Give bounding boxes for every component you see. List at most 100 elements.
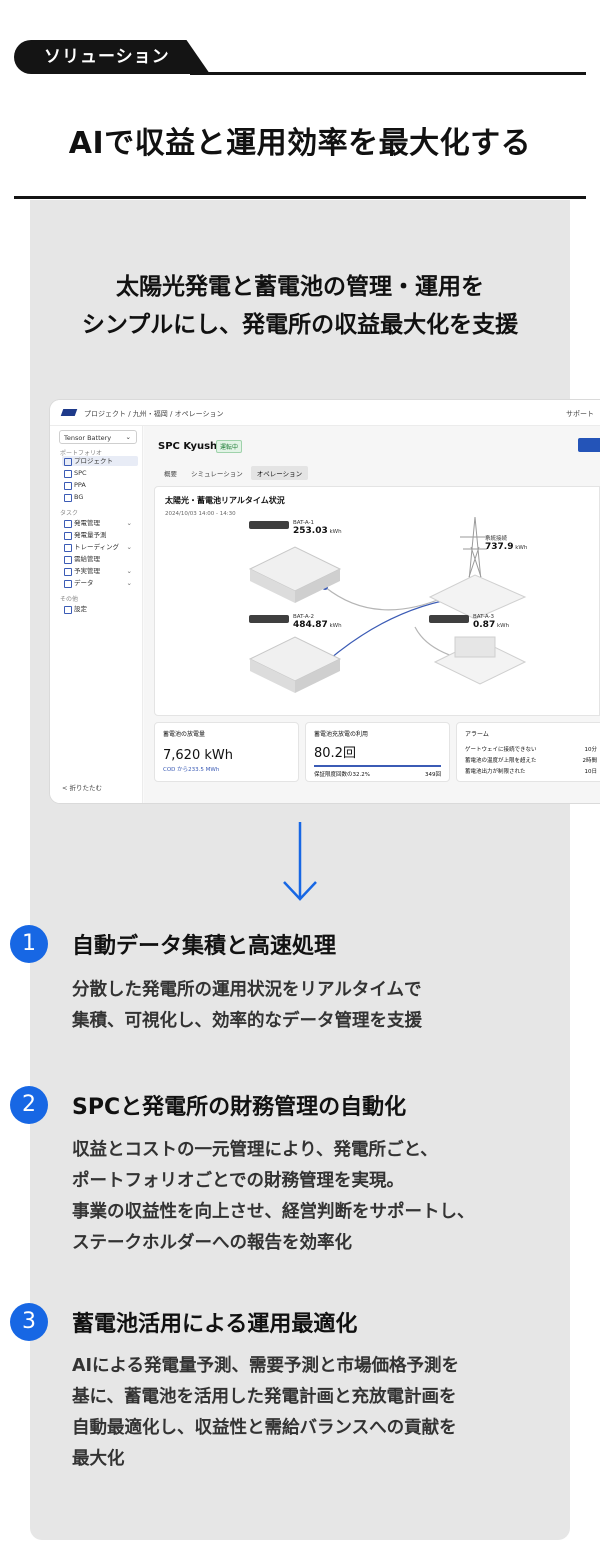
feature-desc-line: 集積、可視化し、効率的なデータ管理を支援 — [72, 1011, 422, 1031]
flow-line — [324, 586, 446, 611]
sidebar-item-label: データ — [74, 579, 94, 587]
sidebar-item-forecast[interactable]: 発電量予測 — [62, 530, 138, 540]
feature-title-2: SPCと発電所の財務管理の自動化 — [72, 1095, 407, 1120]
kpi-label: 蓄電池充放電の利用 — [314, 731, 369, 738]
energy-flow-diagram — [248, 516, 527, 693]
sidebar-item-data[interactable]: データ ⌄ — [62, 578, 138, 588]
kpi-label: 蓄電池の放電量 — [163, 731, 206, 738]
realtime-title: 太陽光・蓄電池リアルタイム状況 — [165, 496, 285, 505]
lead-line-2: シンプルにし、発電所の収益最大化を支援 — [81, 312, 519, 338]
flow-line — [414, 626, 456, 658]
kpi-sub-row: 保証限度回数の32.2% 349回 — [314, 770, 441, 778]
kpi-cycles: 蓄電池充放電の利用 80.2回 保証限度回数の32.2% 349回 — [305, 722, 450, 782]
kpi-discharge: 蓄電池の放電量 7,620 kWh COD から233.5 MWh — [154, 722, 299, 782]
realtime-panel: 太陽光・蓄電池リアルタイム状況 2024/10/03 14:00 - 14:30 — [154, 486, 600, 716]
sidebar-item-label: 予実管理 — [74, 567, 100, 575]
feature-title-1: 自動データ集積と高速処理 — [72, 934, 337, 959]
app-logo-icon — [60, 409, 78, 416]
app-topbar: プロジェクト / 九州・福岡 / オペレーション サポート — [50, 400, 600, 426]
sidebar-item-settings[interactable]: 設定 — [62, 604, 138, 614]
collapse-sidebar-button[interactable]: < 折りたたむ — [62, 784, 103, 792]
chevron-down-icon: ⌄ — [126, 567, 132, 575]
kpi-sub-left: 保証限度回数の32.2% — [314, 772, 370, 778]
feature-desc-line: 最大化 — [72, 1449, 125, 1469]
tab-simulation[interactable]: シミュレーション — [191, 470, 243, 478]
transmission-tower-icon — [428, 516, 527, 620]
lead-line-1: 太陽光発電と蓄電池の管理・運用を — [116, 274, 484, 300]
dashboard-screenshot: プロジェクト / 九州・福岡 / オペレーション サポート Tensor Bat… — [50, 400, 600, 803]
sidebar-item-supply[interactable]: 需給管理 — [62, 554, 138, 564]
sidebar-section-other: その他 — [60, 596, 79, 603]
sidebar-item-budget[interactable]: 予実管理 ⌄ — [62, 566, 138, 576]
sidebar-item-label: トレーディング — [74, 543, 120, 551]
project-name: SPC Kyushu — [158, 441, 225, 452]
tag-underline — [190, 72, 586, 75]
feature-desc-line: ステークホルダーへの報告を効率化 — [72, 1233, 352, 1253]
chevron-down-icon: ⌄ — [126, 579, 132, 587]
feature-desc-line: 基に、蓄電池を活用した発電計画と充放電計画を — [72, 1387, 457, 1407]
feature-desc-line: 自動最適化し、収益性と需給バランスへの貢献を — [72, 1418, 457, 1438]
sidebar-item-project[interactable]: プロジェクト — [62, 456, 138, 466]
chevron-down-icon: ⌄ — [126, 543, 132, 551]
header-area — [0, 0, 600, 200]
page-title: AIで収益と運用効率を最大化する — [68, 126, 532, 161]
feature-desc-line: 事業の収益性を向上させ、経営判断をサポートし、 — [72, 1202, 475, 1222]
sidebar-item-spc[interactable]: SPC — [62, 468, 138, 478]
feature-desc-line: 収益とコストの一元管理により、発電所ごと、 — [72, 1140, 438, 1160]
sidebar-item-label: 発電管理 — [74, 519, 100, 527]
sidebar-item-generation[interactable]: 発電管理 ⌄ — [62, 518, 138, 528]
support-link[interactable]: サポート — [566, 410, 594, 418]
feature-number-1: 1 — [10, 925, 48, 963]
lead-text: 太陽光発電と蓄電池の管理・運用を シンプルにし、発電所の収益最大化を支援 — [0, 268, 600, 344]
feature-number-3: 3 — [10, 1303, 48, 1341]
kpi-progress-bar — [314, 765, 441, 767]
status-badge: 運転中 — [216, 440, 243, 453]
tab-overview[interactable]: 概要 — [164, 470, 177, 478]
kpi-value: 7,620 kWh — [163, 748, 233, 763]
sidebar-section-task: タスク — [60, 510, 79, 517]
realtime-datetime: 2024/10/03 14:00 - 14:30 — [165, 511, 236, 517]
arrow-down-icon — [283, 822, 317, 901]
title-underline — [14, 196, 586, 199]
node-chip — [249, 615, 289, 623]
org-select-value: Tensor Battery — [64, 434, 112, 442]
sidebar-section-portfolio: ポートフォリオ — [60, 450, 103, 457]
feature-number-2: 2 — [10, 1086, 48, 1124]
tab-operation[interactable]: オペレーション — [250, 466, 309, 480]
node-chip — [429, 615, 469, 623]
edit-button[interactable] — [578, 438, 600, 452]
kpi-value: 80.2回 — [314, 746, 356, 761]
chevron-down-icon: ⌄ — [125, 433, 131, 441]
tab-bar: 概要 シミュレーションオペレーション — [158, 466, 310, 480]
substation-icon — [433, 636, 527, 685]
feature-title-3: 蓄電池活用による運用最適化 — [72, 1312, 358, 1337]
chevron-down-icon: ⌄ — [126, 519, 132, 527]
feature-desc-2: 収益とコストの一元管理により、発電所ごと、 ポートフォリオごとでの財務管理を実現… — [72, 1135, 552, 1259]
feature-desc-1: 分散した発電所の運用状況をリアルタイムで 集積、可視化し、効率的なデータ管理を支… — [72, 975, 552, 1037]
org-select[interactable]: Tensor Battery ⌄ — [59, 430, 137, 444]
section-tag: ソリューション — [14, 40, 210, 74]
alarm-label: アラーム — [465, 731, 489, 738]
battery-block-1-icon — [248, 546, 342, 603]
kpi-sub: COD から233.5 MWh — [163, 767, 220, 773]
feature-desc-line: ポートフォリオごとでの財務管理を実現。 — [72, 1171, 404, 1191]
sidebar-item-bg[interactable]: BG — [62, 492, 138, 502]
battery-block-2-icon — [248, 636, 342, 693]
sidebar: Tensor Battery ⌄ ポートフォリオ プロジェクト SPC PPA B… — [50, 426, 143, 803]
feature-desc-3: AIによる発電量予測、需要予測と市場価格予測を 基に、蓄電池を活用した発電計画と… — [72, 1351, 552, 1475]
breadcrumb[interactable]: プロジェクト / 九州・福岡 / オペレーション — [84, 410, 224, 418]
main-content: SPC Kyushu 運転中 概要 シミュレーションオペレーション 太陽光・蓄電池… — [144, 426, 600, 803]
node-chip — [249, 521, 289, 529]
sidebar-item-ppa[interactable]: PPA — [62, 480, 138, 490]
feature-desc-line: 分散した発電所の運用状況をリアルタイムで — [72, 980, 422, 1000]
kpi-sub-right: 349回 — [425, 772, 441, 778]
sidebar-item-trading[interactable]: トレーディング ⌄ — [62, 542, 138, 552]
feature-desc-line: AIによる発電量予測、需要予測と市場価格予測を — [72, 1356, 460, 1376]
